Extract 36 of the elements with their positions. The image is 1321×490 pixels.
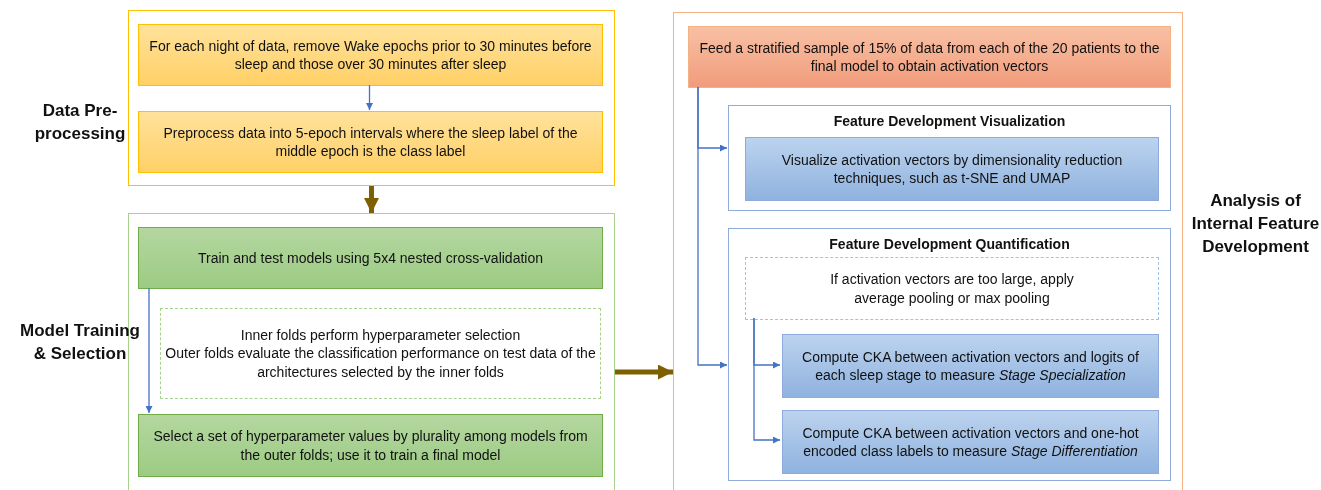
box-text: Visualize activation vectors by dimensionality reduction techniques, such as t-SNE and UMAP	[780, 150, 1124, 188]
arrow	[366, 84, 373, 111]
arrow	[145, 287, 153, 414]
section-heading: Feature Development Quantification	[829, 235, 1070, 254]
process-box	[745, 137, 1159, 201]
stage-label: Analysis of Internal Feature Development	[1190, 190, 1321, 258]
box-text: Outer folds evaluate the classification performance on test data of the architectures selected by the inner folds	[165, 344, 596, 381]
process-box	[138, 111, 603, 173]
panel-box	[128, 10, 615, 186]
process-box	[138, 414, 603, 477]
process-box	[782, 410, 1159, 474]
box-text: Preprocess data into 5-epoch intervals where the sleep label of the middle epoch is the class label	[162, 123, 579, 161]
box-text: Compute CKA between activation vectors and logits of each sleep stage to measure Stage Specialization	[801, 347, 1140, 385]
box-text: Inner folds perform hyperparameter selection	[240, 326, 521, 345]
panel-box	[673, 12, 1183, 490]
arrow	[364, 186, 379, 213]
process-box	[688, 26, 1171, 88]
box-text: Select a set of hyperparameter values by plurality among models from the outer folds; use it to train a final model	[152, 427, 589, 464]
box-text: If activation vectors are too large, apply average pooling or max pooling	[829, 270, 1075, 307]
process-box	[138, 24, 603, 86]
process-box	[782, 334, 1159, 398]
stage-label: Model Training & Selection	[20, 320, 140, 365]
box-text: Compute CKA between activation vectors and one-hot encoded class labels to measure Stage Differentiation	[801, 423, 1140, 461]
box-text: Feed a stratified sample of 15% of data from each of the 20 patients to the final model to obtain activation vectors	[698, 38, 1161, 76]
note-box	[745, 257, 1159, 320]
note-box	[160, 308, 601, 399]
box-text: For each night of data, remove Wake epochs prior to 30 minutes before sleep and those over 30 minutes after sleep	[148, 36, 593, 74]
box-text: Train and test models using 5x4 nested cross-validation	[198, 248, 543, 268]
stage-label: Data Pre-processing	[33, 100, 127, 145]
arrow	[697, 86, 728, 369]
section-panel	[728, 228, 1171, 481]
process-box	[138, 227, 603, 289]
arrow	[753, 317, 781, 444]
section-panel	[728, 105, 1171, 211]
section-heading: Feature Development Visualization	[833, 112, 1066, 131]
arrow	[615, 364, 673, 380]
